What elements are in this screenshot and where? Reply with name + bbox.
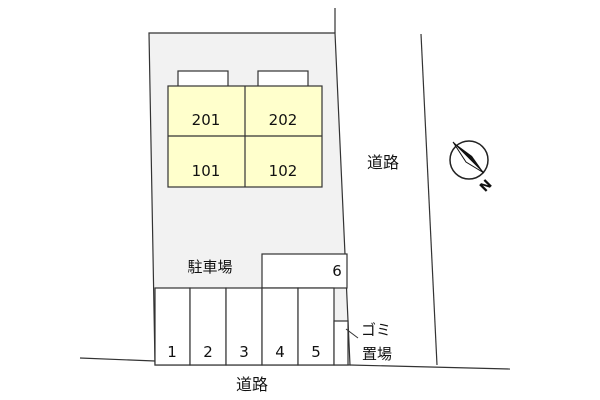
parking-space-4-label: 4 [275, 343, 285, 361]
unit-101-label: 101 [192, 162, 221, 180]
road-south-edge [79, 357, 156, 362]
road-east-far-edge [420, 33, 438, 366]
unit-201-label: 201 [192, 111, 221, 129]
roof-protrusion-left [177, 70, 229, 88]
parking-space-3-label: 3 [239, 343, 249, 361]
unit-102-label: 102 [269, 162, 298, 180]
parking-space-6 [261, 253, 348, 289]
compass-n-label: N [477, 177, 495, 195]
garbage-label-line2: 置場 [362, 345, 392, 363]
parking-space-5-label: 5 [311, 343, 321, 361]
parking-space-2-label: 2 [203, 343, 213, 361]
road-south-label: 道路 [236, 375, 268, 394]
parking-space-4 [261, 287, 299, 366]
parking-space-6-label: 6 [332, 262, 342, 280]
parking-space-1-label: 1 [167, 343, 177, 361]
road-east-label: 道路 [367, 153, 399, 172]
parking-space-3 [225, 287, 263, 366]
road-south-edge-right [349, 364, 511, 370]
parking-space-1 [154, 287, 191, 366]
garbage-label-line1: ゴミ [361, 321, 391, 339]
parking-label: 駐車場 [187, 258, 232, 276]
compass-north-arrow-icon [449, 140, 489, 180]
roof-protrusion-right [257, 70, 309, 88]
unit-202-label: 202 [269, 111, 298, 129]
garbage-area [333, 320, 349, 366]
garbage-leader-line [345, 328, 359, 339]
parking-space-5 [297, 287, 335, 366]
parking-space-2 [189, 287, 227, 366]
